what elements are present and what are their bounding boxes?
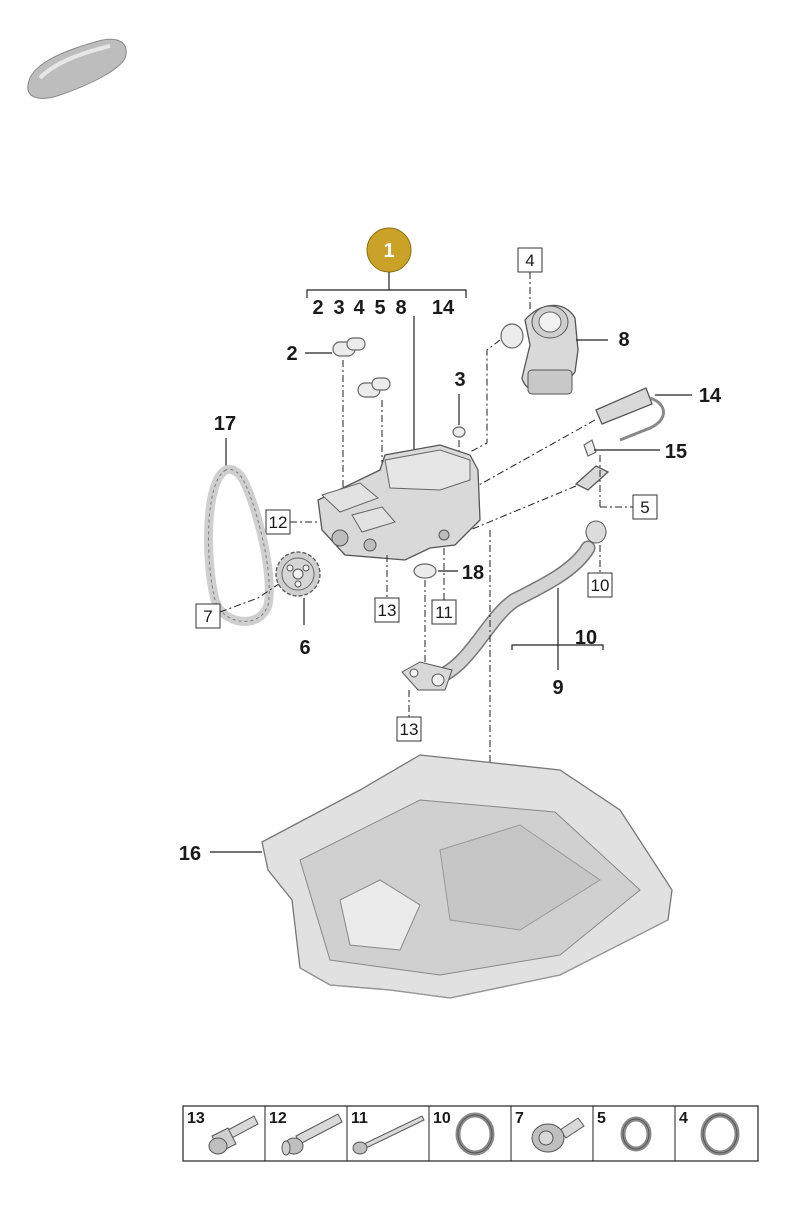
- legend-label: 4: [679, 1110, 688, 1127]
- oil-pickup-tube-part[interactable]: [401, 520, 607, 691]
- sprocket-part[interactable]: [275, 551, 321, 597]
- flange-bolt-icon: [531, 1117, 585, 1153]
- assembly-callout[interactable]: 1: [366, 227, 412, 273]
- sub-part-label: 8: [395, 297, 406, 319]
- callout-10: 10: [575, 627, 597, 649]
- ref-box-5: 5: [640, 498, 649, 517]
- ref-box-11: 11: [435, 603, 453, 622]
- assembly-number: 1: [383, 240, 394, 262]
- ref-box-12: 12: [269, 513, 288, 532]
- bolt-icon: [208, 1115, 259, 1155]
- ref-box-13: 13: [400, 720, 419, 739]
- assembly-sub-parts: 2 3 4 5 8 14: [312, 297, 455, 319]
- o-ring-part[interactable]: [452, 426, 466, 438]
- legend-label: 10: [433, 1110, 451, 1127]
- oil-pump-part[interactable]: [317, 444, 481, 561]
- legend-label: 13: [187, 1110, 205, 1127]
- callout-3: 3: [454, 369, 465, 391]
- ref-box-10: 10: [591, 576, 610, 595]
- long-bolt-icon: [352, 1115, 425, 1155]
- timing-chain-part[interactable]: [204, 464, 274, 626]
- vehicle-silhouette-icon: [27, 38, 127, 99]
- oil-filler-neck-part[interactable]: [521, 304, 579, 395]
- sub-part-label: 3: [333, 297, 344, 319]
- sub-part-label: 4: [353, 297, 365, 319]
- callout-6: 6: [299, 637, 310, 659]
- callout-16: 16: [179, 843, 201, 865]
- ref-box-4: 4: [525, 251, 534, 270]
- callout-18: 18: [462, 562, 484, 584]
- callout-8: 8: [618, 329, 629, 351]
- o-ring-icon: [700, 1112, 740, 1156]
- callout-14: 14: [699, 385, 722, 407]
- o-ring-part[interactable]: [413, 563, 437, 579]
- legend-label: 5: [597, 1110, 606, 1127]
- oil-level-sensor-part[interactable]: [595, 387, 665, 442]
- o-ring-part[interactable]: [500, 323, 524, 349]
- callout-17: 17: [214, 413, 236, 435]
- gasket-part[interactable]: [332, 337, 391, 398]
- callout-2: 2: [286, 343, 297, 365]
- sub-part-label: 5: [374, 297, 385, 319]
- clip-part[interactable]: [583, 439, 597, 457]
- o-ring-icon: [455, 1112, 495, 1156]
- fastener-legend-table: 13 12 11 10 7 5 4: [182, 1105, 759, 1162]
- legend-label: 11: [351, 1110, 368, 1127]
- ref-box-7: 7: [203, 607, 212, 626]
- o-ring-icon: [620, 1116, 652, 1152]
- sub-part-label: 2: [312, 297, 323, 319]
- oil-pan-part[interactable]: [261, 754, 673, 999]
- legend-label: 12: [269, 1110, 287, 1127]
- ref-box-13: 13: [378, 601, 397, 620]
- sub-part-label: 14: [432, 297, 455, 319]
- bolt-icon: [281, 1113, 343, 1156]
- legend-label: 7: [515, 1110, 524, 1127]
- callout-15: 15: [665, 441, 687, 463]
- callout-9: 9: [552, 677, 563, 699]
